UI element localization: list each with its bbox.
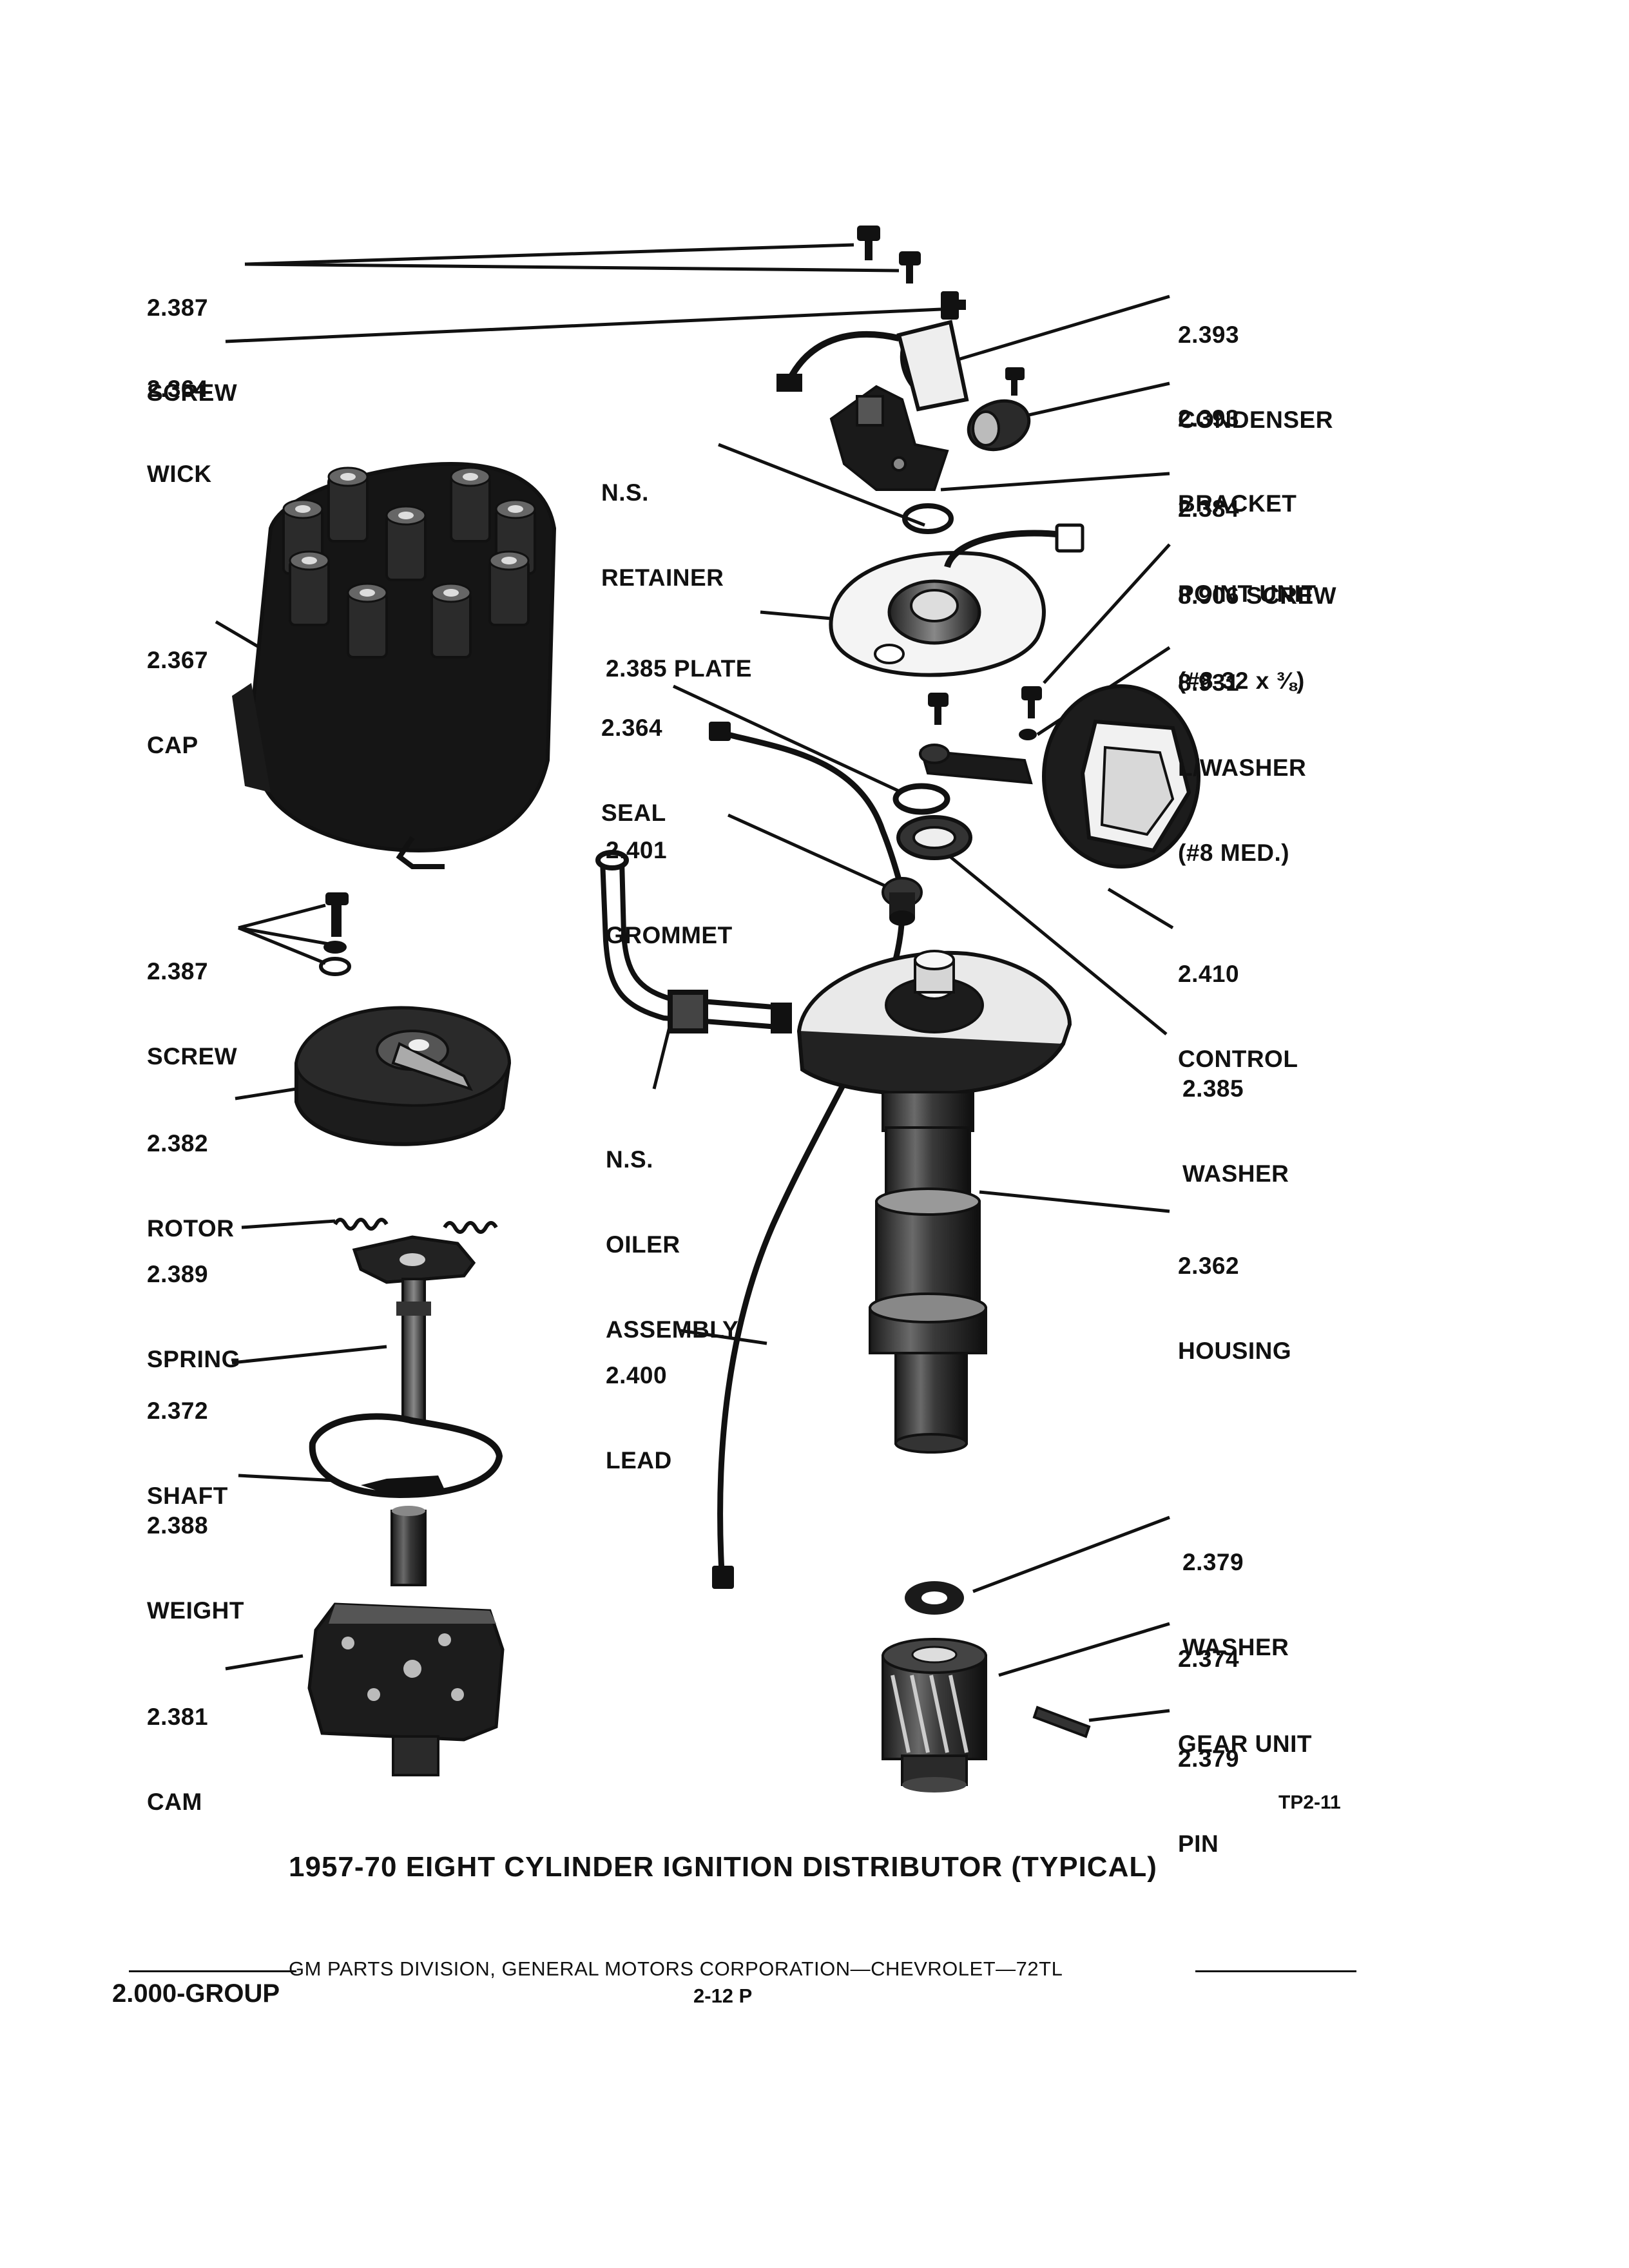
label-wick: 2.364 WICK [147,376,212,487]
label-bracket: 2.393 BRACKET [1178,405,1297,517]
label-washer-2385: 2.385 WASHER [1182,1075,1289,1187]
footer-publisher: GM PARTS DIVISION, GENERAL MOTORS CORPOR… [289,1957,1063,1980]
label-point-unit: 2.384 POINT UNIT [1178,495,1316,607]
label-control: 2.410 CONTROL [1178,961,1298,1072]
screw-mid-parts [319,892,351,976]
washer-2379-part [905,1581,964,1615]
oiler-part [595,850,792,1033]
label-gear-unit: 2.374 GEAR UNIT [1178,1646,1312,1757]
label-lwasher: 8.931 L/WASHER (#8 MED.) [1178,669,1307,866]
label-spring: 2.389 SPRING [147,1261,240,1372]
cam-tube-part [390,1506,427,1586]
plate-part [829,523,1084,677]
figure-code: TP2-11 [1278,1792,1341,1813]
lead-terminals [709,722,734,1589]
cap-part [232,461,557,869]
label-condenser: 2.393 CONDENSER [1178,322,1333,433]
weight-part [309,1413,503,1499]
retainer-part [902,503,954,534]
label-rotor: 2.382 ROTOR [147,1130,235,1242]
leader-lines [215,243,1174,1722]
footer-page-number: 2-12 P [693,1984,753,2007]
point-unit-part [829,385,949,491]
label-cap: 2.367 CAP [147,647,209,758]
label-retainer: N.S. RETAINER [601,479,724,591]
condenser-part [776,320,969,412]
label-seal: 2.364 SEAL [601,715,666,826]
label-washer-2379: 2.379 WASHER [1182,1549,1289,1660]
seal-part [892,783,950,815]
label-housing: 2.362 HOUSING [1178,1253,1292,1364]
gear-unit-part [882,1638,987,1792]
footer-rule-left [129,1970,296,1972]
label-oiler: N.S. OILER ASSEMBLY [606,1146,739,1343]
control-part [919,684,1200,869]
housing-part [796,950,1072,1454]
cam-part [307,1602,505,1776]
label-screw-mid: 2.387 SCREW [147,958,238,1070]
pin-part [1032,1706,1091,1738]
rotor-part [294,1006,512,1146]
washer-2385-part [896,815,972,860]
screw-8906-part [928,686,1042,740]
label-shaft: 2.372 SHAFT [147,1398,228,1509]
lead-wire [714,728,905,1573]
page-title: 1957-70 EIGHT CYLINDER IGNITION DISTRIBU… [289,1851,1157,1883]
footer-rule-right [1195,1970,1356,1972]
grommet-part [882,877,923,926]
footer-group: 2.000-GROUP [112,1979,280,2008]
label-screw-top: 2.387 SCREW [147,294,238,406]
label-plate: 2.385 PLATE [606,655,752,682]
label-weight: 2.388 WEIGHT [147,1512,244,1624]
label-lead: 2.400 LEAD [606,1362,672,1474]
screw-top-parts [857,226,921,284]
label-pin: 2.379 PIN [1178,1745,1240,1857]
label-screw-8906: 8.906 SCREW (#8-32 x ⅜) [1178,582,1337,694]
wick-part [941,291,966,320]
spring-parts [333,1218,498,1234]
bracket-part [967,367,1031,452]
label-grommet: 2.401 GROMMET [606,837,733,948]
label-cam: 2.381 CAM [147,1704,209,1815]
